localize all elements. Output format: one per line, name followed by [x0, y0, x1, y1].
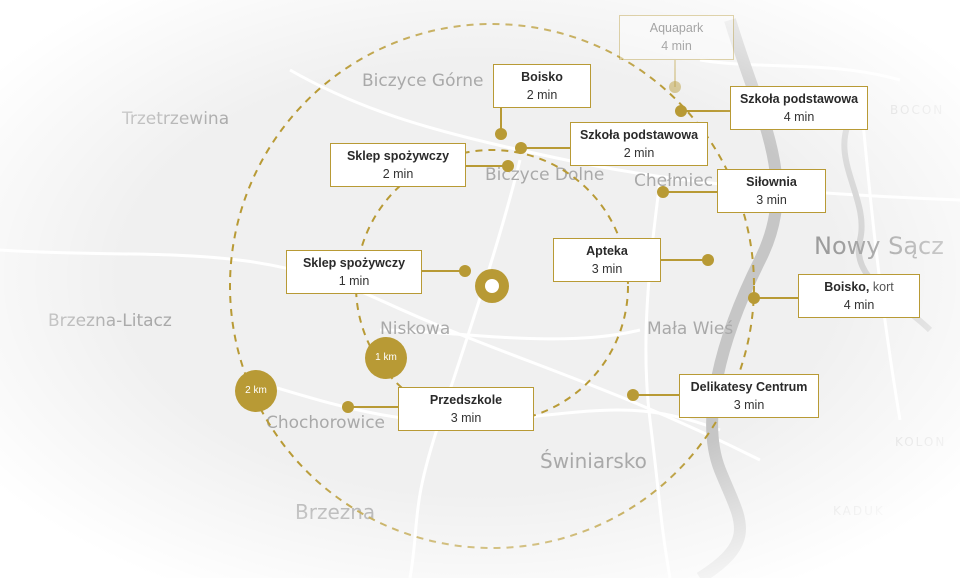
place-label: KADUK [833, 504, 885, 518]
poi-marker-silownia [657, 186, 669, 198]
place-label: Trzetrzewina [121, 109, 229, 129]
poi-time: 2 min [623, 146, 655, 160]
poi-marker-przedszkole [342, 401, 354, 413]
place-label: BOCON [890, 103, 944, 117]
poi-marker-boisko-kort [748, 292, 760, 304]
poi-name: Boisko, [824, 280, 870, 294]
poi-card-boisko-kort[interactable]: Boisko, kort 4 min [798, 274, 920, 318]
poi-card-szkola-4min[interactable]: Szkoła podstawowa 4 min [730, 86, 868, 130]
poi-name: Sklep spożywczy [346, 149, 450, 163]
poi-name-suffix: kort [872, 280, 894, 294]
poi-time: 4 min [843, 298, 875, 312]
place-label: Biczyce Górne [362, 71, 483, 91]
poi-name: Aquapark [649, 21, 704, 35]
poi-card-delikatesy[interactable]: Delikatesy Centrum 3 min [679, 374, 819, 418]
place-label: Brzezna [295, 500, 375, 524]
poi-name: Szkoła podstawowa [579, 128, 699, 142]
place-label: Nowy Sącz [814, 232, 944, 260]
poi-card-przedszkole[interactable]: Przedszkole 3 min [398, 387, 534, 431]
place-label: Mała Wieś [647, 319, 733, 339]
poi-card-aquapark[interactable]: Aquapark 4 min [619, 15, 734, 60]
poi-name: Siłownia [746, 175, 797, 189]
radius-badge-2km: 2 km [235, 370, 277, 412]
place-label: Brzezna-Litacz [48, 311, 172, 331]
poi-marker-sklep-2min [502, 160, 514, 172]
poi-time: 3 min [591, 262, 623, 276]
poi-card-apteka[interactable]: Apteka 3 min [553, 238, 661, 282]
location-pin-icon[interactable] [475, 269, 509, 303]
poi-time: 3 min [733, 398, 765, 412]
poi-marker-sklep-1min [459, 265, 471, 277]
poi-time: 4 min [661, 39, 692, 53]
poi-time: 4 min [783, 110, 815, 124]
radius-badge-1km: 1 km [365, 337, 407, 379]
poi-name: Szkoła podstawowa [739, 92, 859, 106]
place-label: Niskowa [380, 319, 450, 339]
place-label: Świniarsko [540, 449, 647, 473]
poi-marker-apteka [702, 254, 714, 266]
poi-name: Boisko [521, 70, 563, 84]
poi-card-sklep-1min[interactable]: Sklep spożywczy 1 min [286, 250, 422, 294]
poi-card-sklep-2min[interactable]: Sklep spożywczy 2 min [330, 143, 466, 187]
poi-marker-szkola-2min [515, 142, 527, 154]
poi-marker-aquapark [669, 81, 681, 93]
poi-card-boisko[interactable]: Boisko 2 min [493, 64, 591, 108]
poi-card-szkola-2min[interactable]: Szkoła podstawowa 2 min [570, 122, 708, 166]
place-label: Chochorowice [266, 413, 385, 433]
poi-card-silownia[interactable]: Siłownia 3 min [717, 169, 826, 213]
poi-name: Sklep spożywczy [302, 256, 406, 270]
poi-time: 3 min [450, 411, 482, 425]
poi-time: 1 min [338, 274, 370, 288]
poi-name: Delikatesy Centrum [690, 380, 808, 394]
poi-name: Przedszkole [429, 393, 503, 407]
poi-marker-delikatesy [627, 389, 639, 401]
place-label: KOLON [895, 435, 946, 449]
poi-marker-boisko [495, 128, 507, 140]
poi-time: 2 min [382, 167, 414, 181]
poi-name: Apteka [586, 244, 628, 258]
place-label: Chełmiec [634, 171, 713, 191]
poi-time: 3 min [756, 193, 787, 207]
poi-time: 2 min [526, 88, 558, 102]
poi-marker-szkola-4min [675, 105, 687, 117]
